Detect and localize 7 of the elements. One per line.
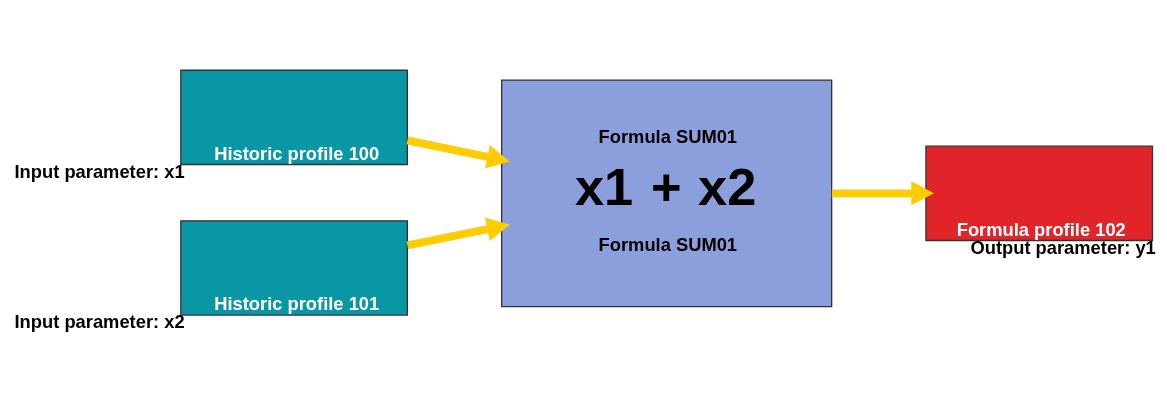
node-box: Historic profile 101 bbox=[180, 220, 409, 316]
node-box: Formula profile 102 bbox=[925, 145, 1154, 242]
arrow bbox=[831, 181, 935, 206]
arrow bbox=[406, 136, 510, 169]
node-box: Historic profile 100 bbox=[180, 69, 409, 166]
arrow bbox=[406, 217, 510, 250]
node-box: Formula SUM01 x1 + x2 Formula SUM01 bbox=[501, 79, 833, 308]
